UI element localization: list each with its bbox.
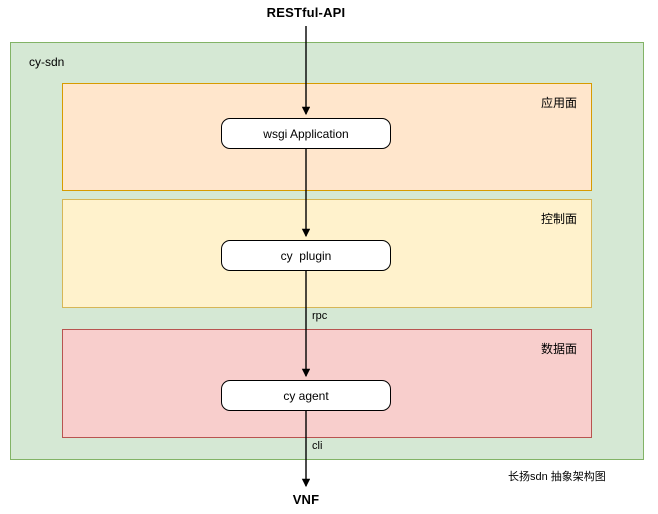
data-plane-title: 数据面 [540, 342, 577, 356]
application-plane: 应用面 [62, 83, 592, 191]
diagram-caption: 长扬sdn 抽象架构图 [508, 471, 606, 483]
vnf-label: VNF [292, 492, 320, 507]
control-plane-title: 控制面 [540, 212, 577, 226]
restful-api-label: RESTful-API [266, 5, 346, 20]
application-plane-title: 应用面 [540, 96, 577, 110]
edge-label-cli: cli [312, 440, 323, 452]
cy-sdn-label: cy-sdn [29, 55, 65, 69]
node-cy-agent[interactable]: cy agent [221, 380, 391, 411]
node-wsgi-application[interactable]: wsgi Application [221, 118, 391, 149]
edge-label-rpc: rpc [312, 310, 328, 322]
node-cy-plugin[interactable]: cy plugin [221, 240, 391, 271]
